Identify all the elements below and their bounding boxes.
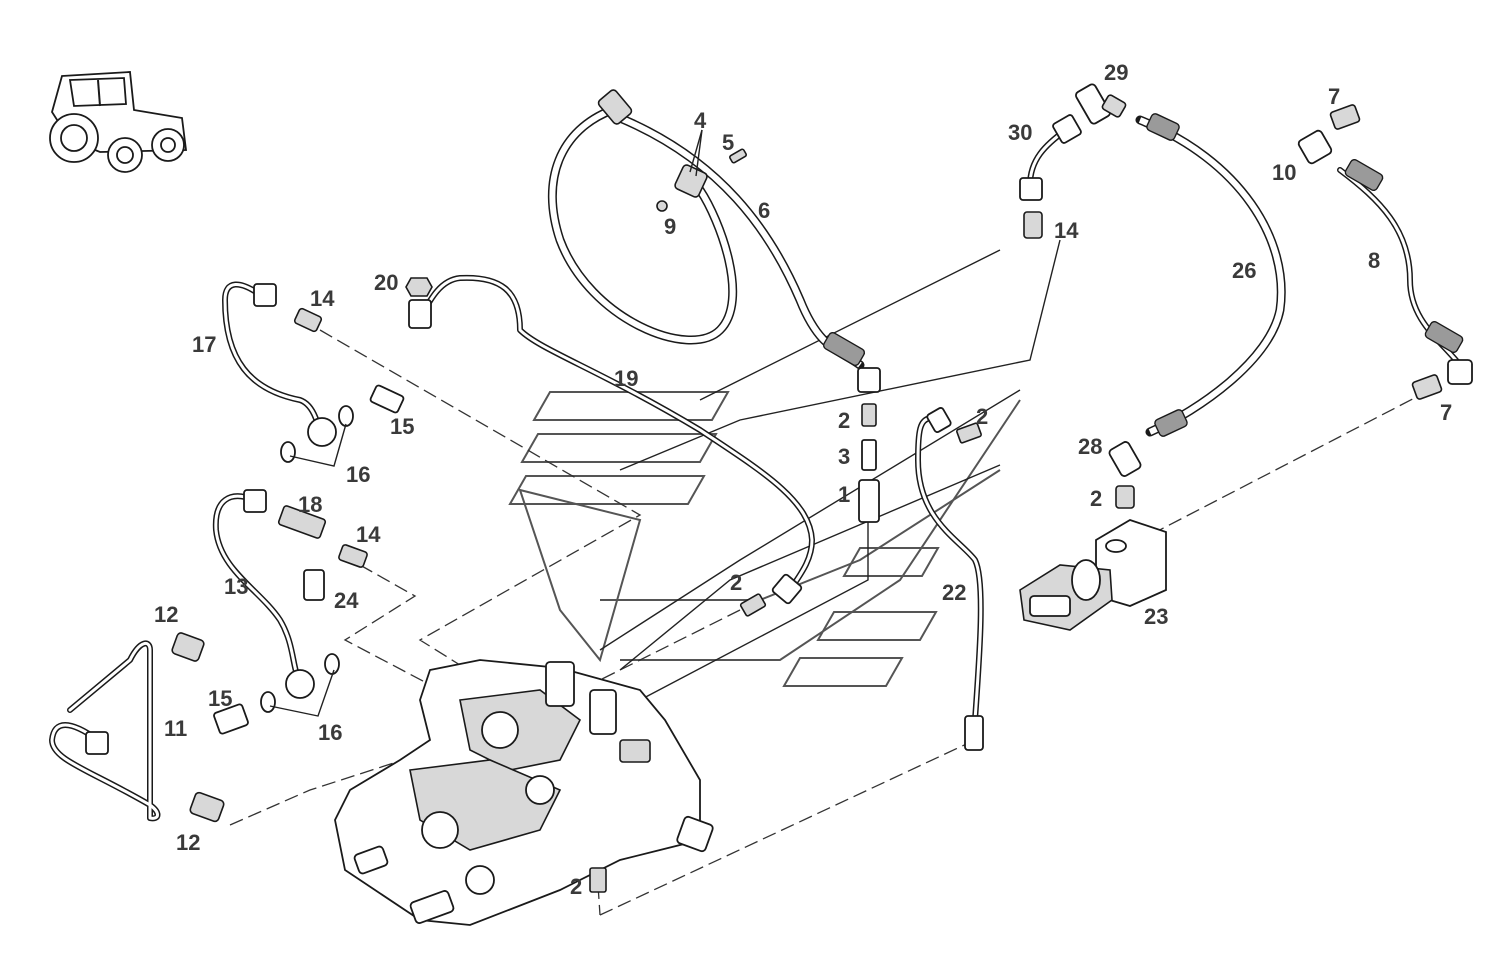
callout-29: 29	[1104, 60, 1128, 85]
callout-1: 1	[838, 482, 850, 507]
callout-14: 14	[1054, 218, 1079, 243]
pipe-13	[212, 489, 368, 735]
pipe-22	[915, 407, 984, 751]
callout-15: 15	[390, 414, 414, 439]
callout-11: 11	[164, 716, 187, 741]
callout-10: 10	[1272, 160, 1296, 185]
callout-9: 9	[664, 214, 676, 239]
callout-2: 2	[1090, 486, 1102, 511]
callout-2: 2	[730, 570, 742, 595]
pipe-17	[222, 281, 405, 467]
bolt-5	[729, 148, 747, 164]
callout-14: 14	[356, 522, 381, 547]
callout-7: 7	[1328, 84, 1340, 109]
fitting-20	[405, 277, 433, 329]
callout-2: 2	[570, 874, 582, 899]
callout-24: 24	[334, 588, 359, 613]
fitting-7-bottom	[1411, 374, 1443, 400]
callout-30: 30	[1008, 120, 1032, 145]
callout-28: 28	[1078, 434, 1102, 459]
callout-8: 8	[1368, 248, 1380, 273]
callout-20: 20	[374, 270, 398, 295]
elbow-28	[1108, 441, 1142, 509]
callout-22: 22	[942, 580, 966, 605]
callout-15: 15	[208, 686, 232, 711]
callout-12: 12	[154, 602, 178, 627]
valve-stack-1-2-3	[858, 403, 880, 523]
callout-2: 2	[838, 408, 850, 433]
hose-6	[547, 89, 881, 393]
callout-7: 7	[1440, 400, 1452, 425]
pipe-19	[417, 274, 815, 617]
elbow-10	[1297, 129, 1333, 165]
tractor-icon	[49, 71, 188, 173]
callout-26: 26	[1232, 258, 1256, 283]
callout-16: 16	[346, 462, 370, 487]
pipe-11	[49, 632, 225, 823]
leader-lines	[689, 129, 703, 177]
callout-3: 3	[838, 444, 850, 469]
callout-6: 6	[758, 198, 770, 223]
callout-14: 14	[310, 286, 335, 311]
callout-23: 23	[1144, 604, 1168, 629]
callout-18: 18	[298, 492, 322, 517]
tee-29	[1075, 83, 1127, 125]
callout-4: 4	[694, 108, 707, 133]
callout-12: 12	[176, 830, 200, 855]
callouts: 1 2 2 2 2 2 3 4 5 6 7 7 8 9 10 11 12 12 …	[154, 60, 1452, 899]
callout-16: 16	[318, 720, 342, 745]
callout-2: 2	[976, 404, 988, 429]
hose-26	[1135, 113, 1286, 437]
valve-block-23	[1019, 519, 1167, 631]
hose-8	[1337, 158, 1473, 385]
fitting-7-top	[1329, 104, 1361, 130]
hose-30	[1019, 114, 1082, 239]
callout-19: 19	[614, 366, 638, 391]
control-valve-block	[334, 659, 714, 926]
nut-9	[656, 200, 668, 212]
callout-13: 13	[224, 574, 248, 599]
callout-17: 17	[192, 332, 216, 357]
callout-5: 5	[722, 130, 734, 155]
